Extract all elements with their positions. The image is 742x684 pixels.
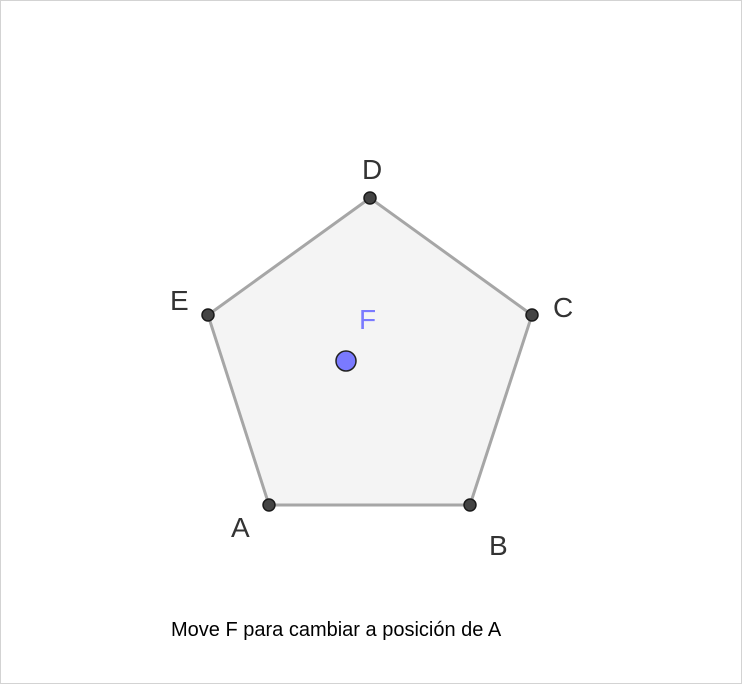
label-f: F <box>359 304 376 335</box>
label-e: E <box>170 285 189 316</box>
instruction-caption: Move F para cambiar a posición de A <box>171 619 502 641</box>
label-a: A <box>231 512 250 543</box>
point-a[interactable] <box>262 498 276 512</box>
label-d: D <box>362 154 382 185</box>
point-c[interactable] <box>525 308 539 322</box>
label-c: C <box>553 292 573 323</box>
point-f[interactable] <box>335 350 357 372</box>
label-b: B <box>489 530 508 561</box>
point-e[interactable] <box>201 308 215 322</box>
point-d[interactable] <box>363 191 377 205</box>
pentagon-abcde <box>206 196 534 507</box>
point-b[interactable] <box>463 498 477 512</box>
